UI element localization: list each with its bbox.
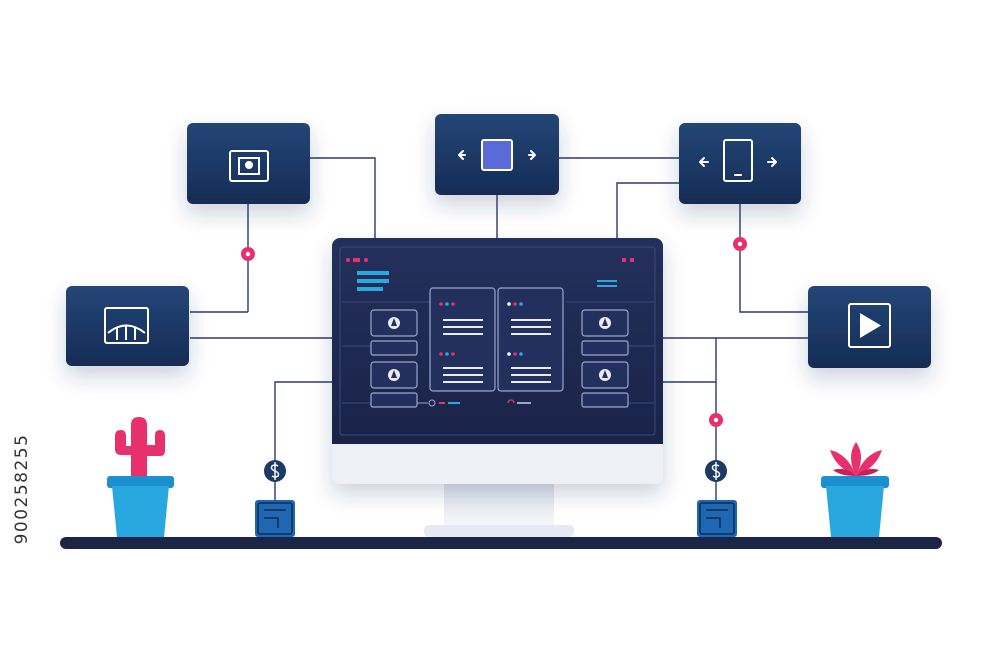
dollar-node-left: [264, 460, 286, 482]
play-icon: [848, 303, 891, 348]
connector-node-right: [733, 237, 747, 251]
connector-node-left: [241, 247, 255, 261]
link-mobile-play: [739, 204, 808, 313]
device-cube-right: [697, 500, 737, 537]
dollar-icon: [270, 462, 280, 480]
link-mobile-monitor: [616, 182, 679, 238]
desk-surface: [60, 537, 942, 549]
link-monitor-rightnode: [663, 381, 717, 500]
image-icon: [104, 307, 149, 344]
flower-plant: [821, 442, 889, 537]
tablet-arrows-icon: [458, 139, 536, 171]
cactus-icon: [115, 417, 165, 480]
stock-image-id: 900258255: [12, 433, 32, 545]
monitor-stand-base: [424, 525, 574, 537]
screen-dashboard: [342, 258, 654, 408]
device-cube-left: [255, 500, 295, 537]
panel-left-rows: [439, 302, 483, 383]
cactus-plant: [107, 417, 174, 537]
flower-icon: [830, 442, 882, 476]
monitor-stand-neck: [444, 480, 554, 530]
dollar-icon-right: [711, 462, 721, 480]
panel-right-rows: [507, 302, 551, 383]
card-top-right[interactable]: [679, 123, 801, 204]
connector-node-bottom-right: [709, 413, 723, 427]
link-monitor-leftnode: [274, 381, 332, 500]
dollar-node-right: [705, 460, 727, 482]
link-idcard-monitor: [310, 157, 376, 238]
mobile-arrows-icon: [699, 139, 777, 182]
id-card-icon: [229, 150, 269, 182]
